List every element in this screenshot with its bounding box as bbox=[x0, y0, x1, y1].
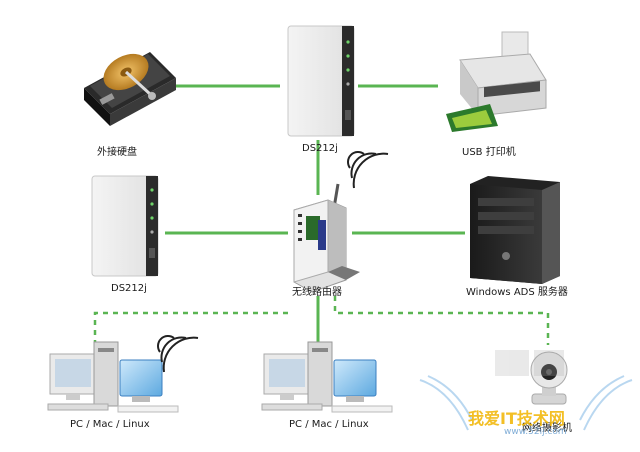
server-icon bbox=[470, 176, 560, 284]
wifi-waves-router-icon bbox=[347, 151, 389, 189]
nas-left-icon bbox=[91, 175, 159, 277]
nas-top-label: DS212j bbox=[302, 143, 338, 154]
pc-right-label: PC / Mac / Linux bbox=[289, 419, 369, 430]
external-hdd-icon bbox=[84, 52, 176, 126]
router-icon bbox=[293, 183, 360, 293]
router-label: 无线路由器 bbox=[292, 287, 342, 298]
wireless-link-camera bbox=[333, 296, 550, 345]
wireless-link-pc bbox=[93, 311, 288, 345]
links bbox=[165, 84, 465, 348]
printer-icon bbox=[446, 31, 547, 132]
pc-left-label: PC / Mac / Linux bbox=[70, 419, 150, 430]
watermark-title: 我爱IT技术网 bbox=[468, 409, 565, 428]
watermark-wings-icon bbox=[419, 375, 633, 431]
pc-left-icon bbox=[47, 341, 179, 413]
ip-camera-icon bbox=[530, 351, 568, 405]
pc-right-icon bbox=[261, 341, 393, 413]
nas-left-label: DS212j bbox=[111, 283, 147, 294]
ip-camera-label: 网络摄影机 bbox=[522, 423, 572, 434]
wireless-links bbox=[93, 296, 550, 345]
external-hdd-label: 外接硬盘 bbox=[97, 147, 137, 158]
watermark-url: www.52ij.com bbox=[504, 427, 567, 437]
usb-printer-label: USB 打印机 bbox=[462, 147, 516, 158]
watermark-seal-icon bbox=[495, 350, 564, 376]
server-label: Windows ADS 服务器 bbox=[466, 287, 568, 298]
nas-top-icon bbox=[287, 25, 355, 137]
wifi-waves-pc-icon bbox=[157, 335, 199, 373]
